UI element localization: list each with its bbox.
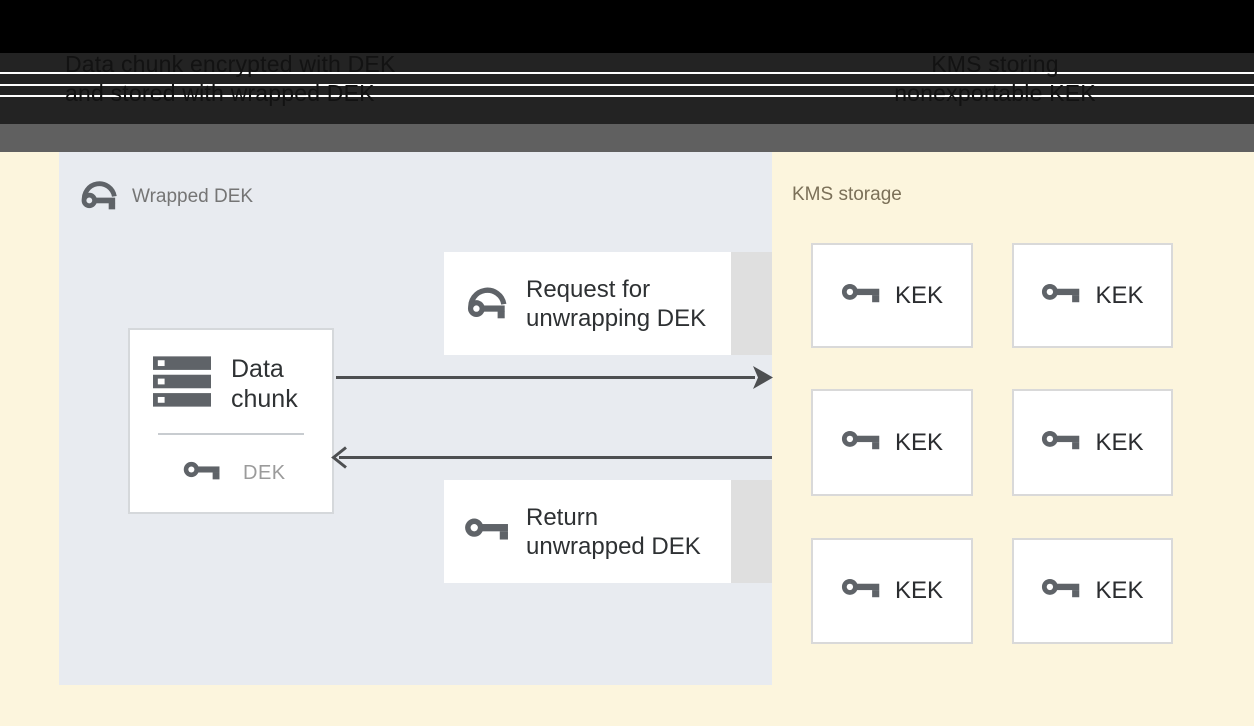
- request-box-side-strip: [731, 252, 772, 355]
- kek-box-6: KEK: [1012, 538, 1173, 644]
- wrapped-dek-zone-label-text: Wrapped DEK: [132, 186, 254, 207]
- key-icon: [1041, 427, 1081, 459]
- left-caption-line2: and stored with wrapped DEK: [65, 80, 375, 106]
- gray-band: [0, 124, 1254, 152]
- return-box-text: Return unwrapped DEK: [526, 503, 701, 561]
- left-caption: Data chunk encrypted with DEK and stored…: [65, 50, 396, 108]
- caption-band: [0, 53, 1254, 124]
- wrapped-key-icon: [78, 174, 120, 220]
- kek-label: KEK: [894, 577, 944, 604]
- key-icon: [1041, 575, 1081, 607]
- request-arrow-line: [336, 376, 755, 379]
- return-box: Return unwrapped DEK: [444, 480, 731, 583]
- request-box-line2: unwrapping DEK: [526, 304, 707, 332]
- key-icon: [183, 458, 221, 489]
- arrow-left-head-icon: [331, 446, 347, 474]
- dek-row: DEK: [183, 458, 286, 489]
- key-icon: [464, 514, 510, 550]
- wrapped-key-icon: [464, 281, 510, 327]
- key-icon: [1041, 280, 1081, 312]
- kms-storage-label: KMS storage: [792, 184, 902, 205]
- kek-box-1: KEK: [811, 243, 973, 348]
- kek-box-3: KEK: [811, 389, 973, 496]
- dek-label: DEK: [243, 462, 286, 484]
- right-caption-line2: nonexportable KEK: [894, 80, 1096, 106]
- arrow-right-head-icon: [753, 366, 773, 394]
- kek-label: KEK: [1095, 577, 1144, 604]
- data-chunk-divider: [158, 433, 304, 435]
- storage-stack-icon: [153, 356, 211, 412]
- data-chunk-box: Data chunk DEK: [128, 328, 334, 514]
- caption-underline-2: [0, 84, 1254, 86]
- caption-underline-3: [0, 95, 1254, 97]
- return-arrow-line: [339, 456, 772, 459]
- request-box-text: Request for unwrapping DEK: [526, 275, 706, 333]
- kek-label: KEK: [894, 281, 944, 309]
- request-box-line1: Request for: [526, 275, 651, 303]
- wrapped-dek-zone-label: Wrapped DEK: [78, 174, 253, 220]
- left-caption-line1: Data chunk encrypted with DEK: [65, 51, 396, 77]
- right-caption: KMS storing nonexportable KEK: [880, 50, 1110, 108]
- data-chunk-title: Data chunk: [231, 354, 298, 414]
- kek-box-2: KEK: [1012, 243, 1173, 348]
- kek-label: KEK: [894, 428, 944, 456]
- key-icon: [841, 427, 881, 459]
- kek-label: KEK: [1095, 428, 1144, 456]
- return-box-side-strip: [731, 480, 772, 583]
- key-icon: [841, 575, 881, 607]
- return-box-line1: Return: [526, 503, 599, 531]
- key-icon: [841, 280, 881, 312]
- caption-underline-1: [0, 72, 1254, 74]
- top-black-band: [0, 0, 1254, 53]
- data-chunk-row: Data chunk: [153, 354, 298, 414]
- data-chunk-title-line2: chunk: [231, 385, 298, 413]
- return-box-line2: unwrapped DEK: [526, 532, 701, 560]
- right-caption-line1: KMS storing: [931, 51, 1059, 77]
- request-box: Request for unwrapping DEK: [444, 252, 731, 355]
- data-chunk-title-line1: Data: [231, 355, 284, 383]
- kek-label: KEK: [1095, 281, 1144, 309]
- kek-box-5: KEK: [811, 538, 973, 644]
- kek-box-4: KEK: [1012, 389, 1173, 496]
